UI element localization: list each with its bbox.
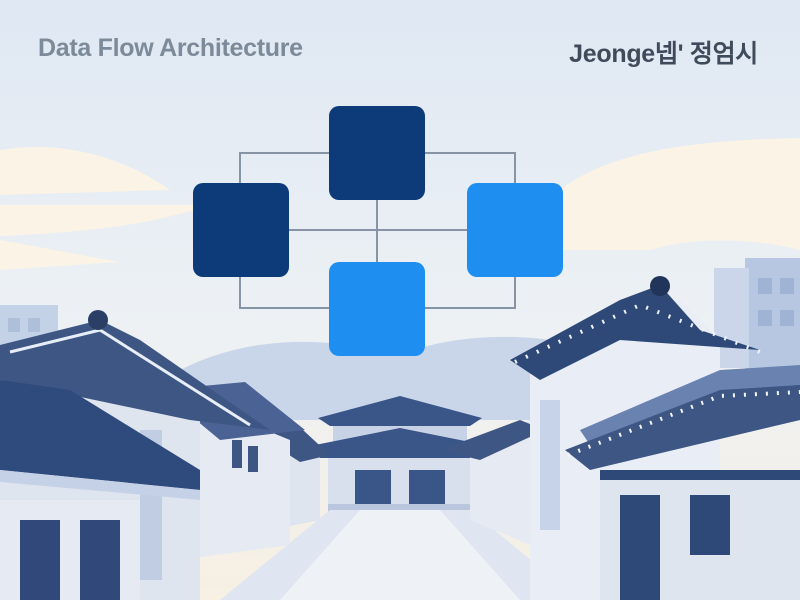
node-bottom[interactable] bbox=[329, 262, 425, 356]
pagoda-gate bbox=[300, 396, 500, 512]
node-right[interactable] bbox=[467, 183, 563, 277]
node-left[interactable] bbox=[193, 183, 289, 277]
node-top[interactable] bbox=[329, 106, 425, 200]
brand-label: Jeonge넵' 정엄시 bbox=[569, 40, 758, 68]
page-title: Data Flow Architecture bbox=[38, 34, 303, 62]
clouds bbox=[0, 138, 800, 270]
right-houses bbox=[440, 276, 800, 600]
left-houses bbox=[0, 310, 330, 600]
